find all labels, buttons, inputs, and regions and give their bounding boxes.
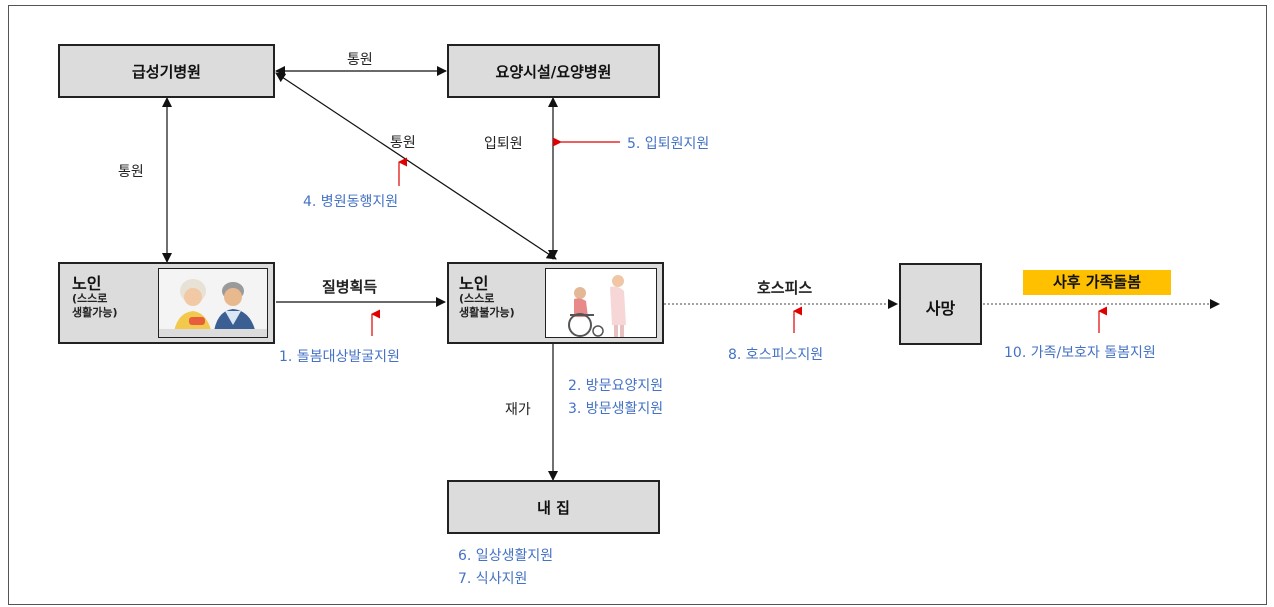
node-death-label: 사망 xyxy=(925,299,956,318)
support-8: 8. 호스피스지원 xyxy=(728,347,824,363)
node-elder-dependent-sub1: (스스로 xyxy=(459,292,495,305)
node-elder-independent-sub1: (스스로 xyxy=(72,292,108,305)
node-nursing-facility: 요양시설/요양병원 xyxy=(447,44,660,98)
elderly-couple-photo xyxy=(158,268,268,338)
node-elder-independent-title: 노인 xyxy=(72,274,102,293)
label-visit-top: 통원 xyxy=(347,52,373,68)
label-admission: 입퇴원 xyxy=(484,136,523,152)
node-elder-dependent-sub2: 생활불가능) xyxy=(459,306,515,319)
support-2: 2. 방문요양지원 xyxy=(568,378,664,394)
label-visit-left: 통원 xyxy=(118,164,144,180)
wheelchair-care-photo xyxy=(545,268,657,338)
node-elder-dependent: 노인 (스스로 생활불가능) xyxy=(447,262,664,344)
node-elder-independent: 노인 (스스로 생활가능) xyxy=(58,262,275,344)
support-5: 5. 입퇴원지원 xyxy=(627,136,710,152)
support-7: 7. 식사지원 xyxy=(458,571,528,587)
node-acute-hospital: 급성기병원 xyxy=(58,44,275,98)
support-1: 1. 돌봄대상발굴지원 xyxy=(279,349,400,365)
node-bereavement: 사후 가족돌봄 xyxy=(1023,270,1171,295)
support-6: 6. 일상생활지원 xyxy=(458,548,554,564)
support-3: 3. 방문생활지원 xyxy=(568,401,664,417)
node-acute-hospital-label: 급성기병원 xyxy=(131,63,201,81)
label-visit-diag: 통원 xyxy=(390,135,416,151)
diagram-frame xyxy=(8,5,1267,605)
node-home-label: 내 집 xyxy=(537,499,570,517)
support-4: 4. 병원동행지원 xyxy=(303,194,399,210)
label-stay-home: 재가 xyxy=(505,402,531,418)
node-nursing-facility-label: 요양시설/요양병원 xyxy=(495,63,612,81)
label-hospice: 호스피스 xyxy=(757,279,813,297)
node-elder-independent-sub2: 생활가능) xyxy=(72,306,118,319)
node-home: 내 집 xyxy=(447,480,660,534)
arrow-hospital-dependent xyxy=(275,72,557,260)
support-10: 10. 가족/보호자 돌봄지원 xyxy=(1004,345,1156,361)
label-disease: 질병획득 xyxy=(322,278,378,296)
node-elder-dependent-title: 노인 xyxy=(459,274,489,293)
node-death: 사망 xyxy=(899,263,982,345)
